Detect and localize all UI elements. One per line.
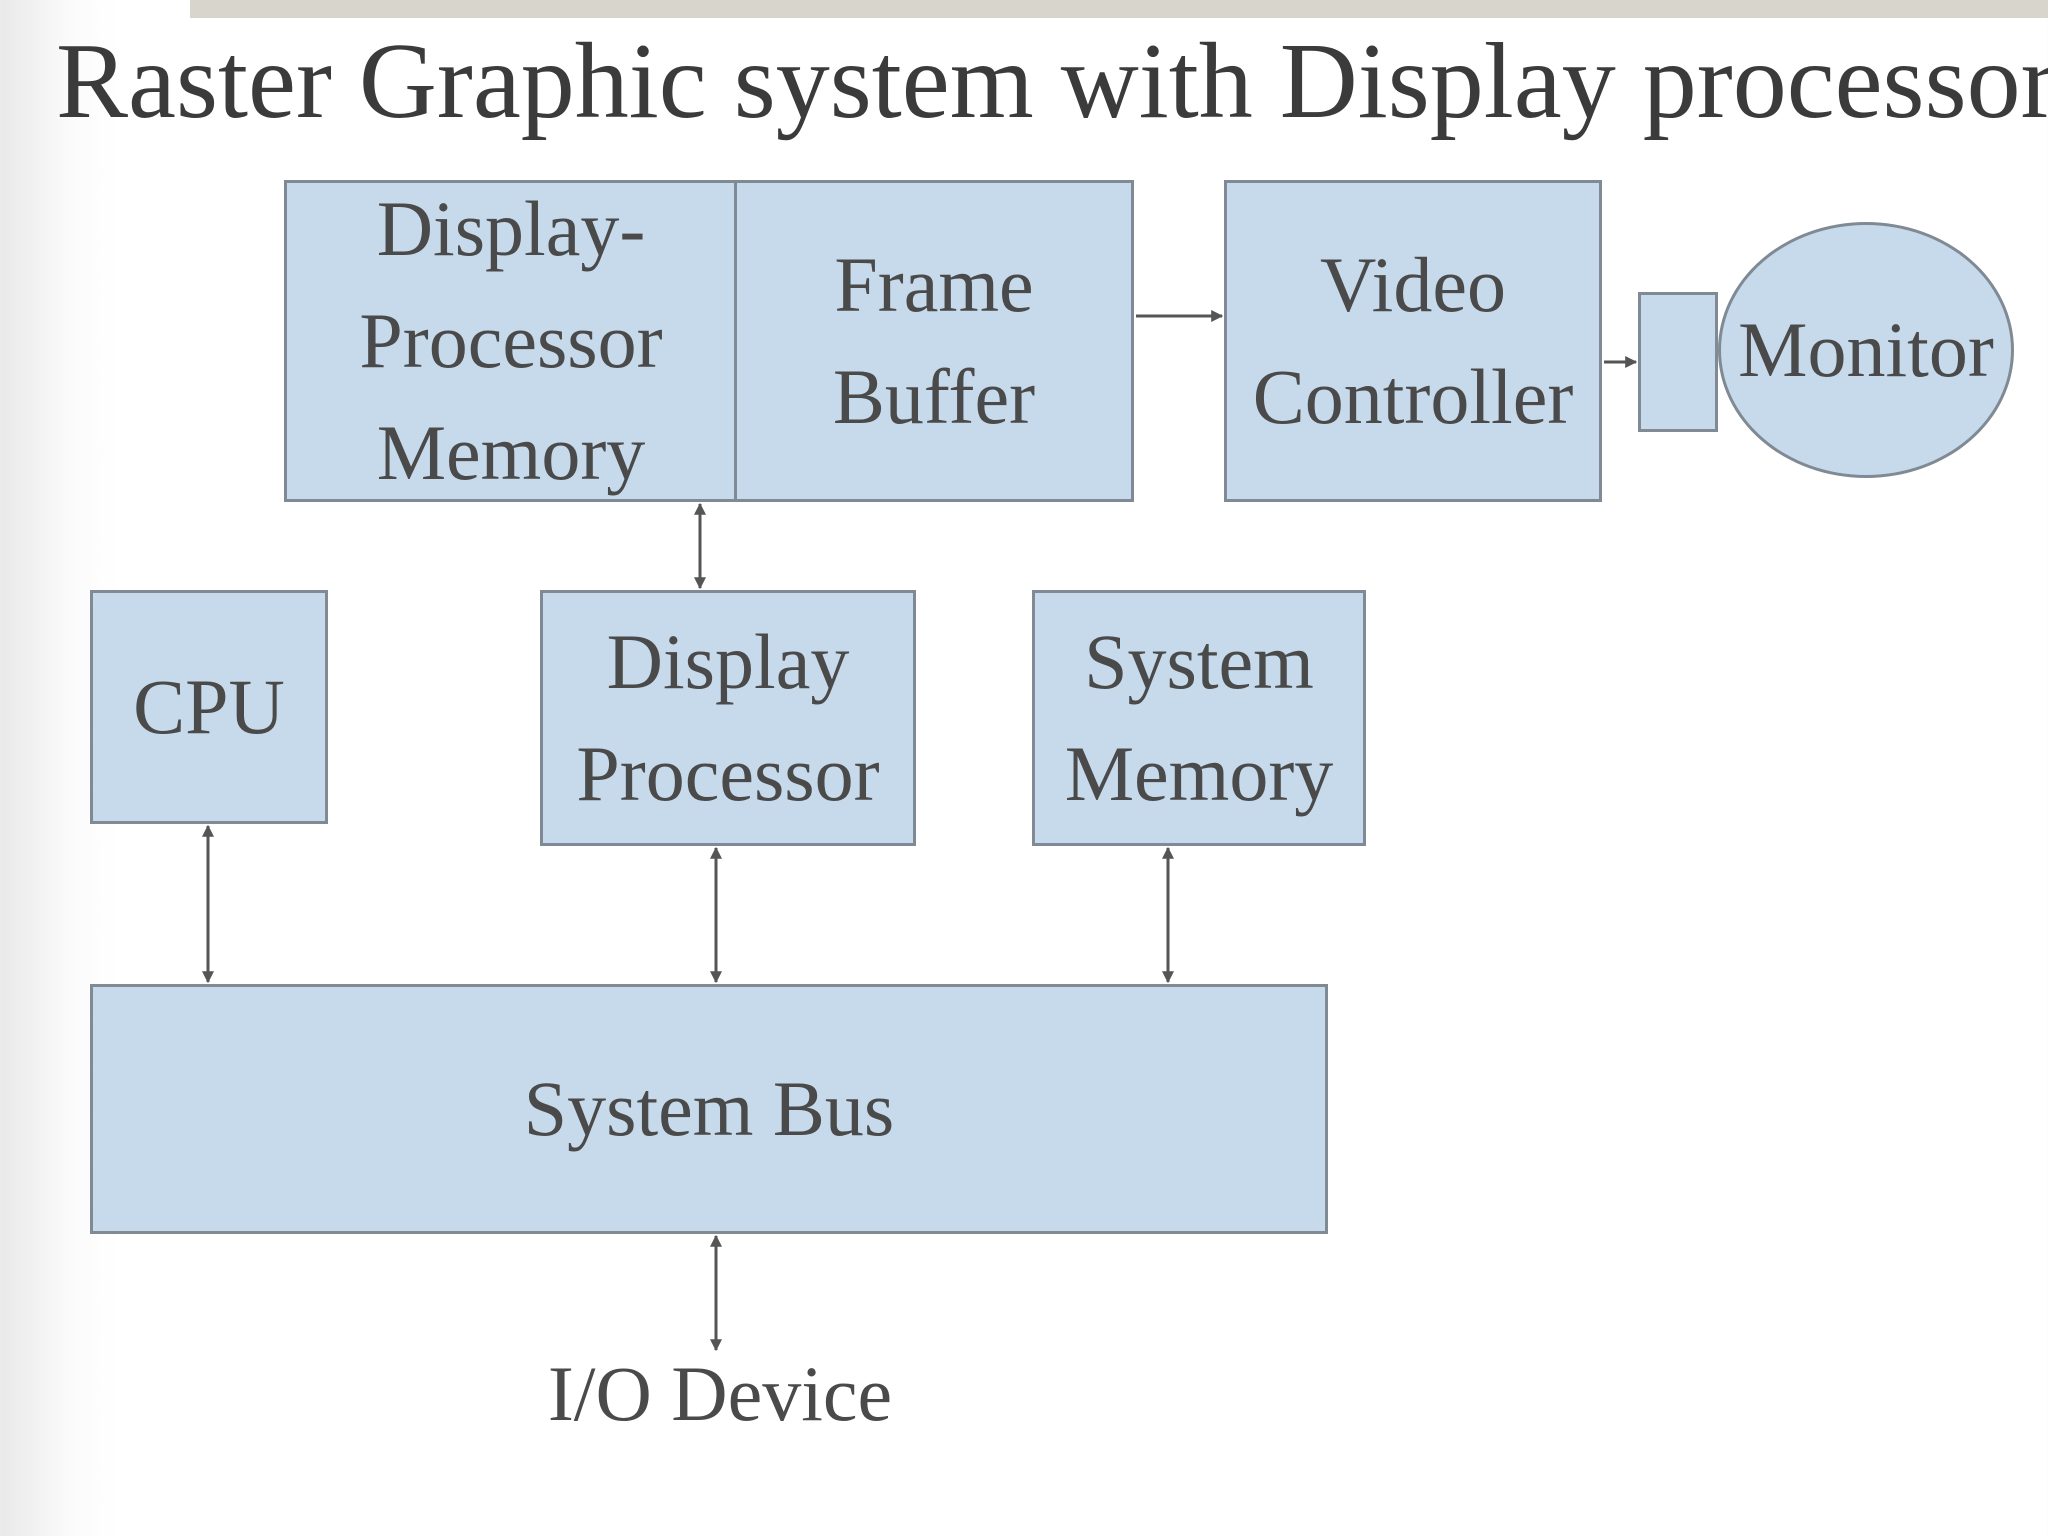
display-processor-memory-block: Display- Processor Memory xyxy=(284,180,738,502)
monitor-stand xyxy=(1638,292,1718,432)
top-decoration-bar xyxy=(190,0,2048,18)
system-memory-line-1: System xyxy=(1084,618,1314,705)
frame-buffer-line-1: Frame xyxy=(834,241,1034,328)
display-processor-line-2: Processor xyxy=(576,730,880,817)
video-controller-line-2: Controller xyxy=(1252,353,1574,440)
display-processor-block: Display Processor xyxy=(540,590,916,846)
display-processor-memory-line-2: Processor xyxy=(359,297,663,384)
cpu-label: CPU xyxy=(133,663,285,750)
display-processor-memory-line-3: Memory xyxy=(376,409,646,496)
frame-buffer-line-2: Buffer xyxy=(832,353,1036,440)
system-bus-label: System Bus xyxy=(523,1065,895,1152)
slide-title: Raster Graphic system with Display proce… xyxy=(56,22,2048,141)
display-processor-line-1: Display xyxy=(606,618,850,705)
monitor-label: Monitor xyxy=(1738,306,1994,393)
frame-buffer-block: Frame Buffer xyxy=(734,180,1134,502)
video-controller-block: Video Controller xyxy=(1224,180,1602,502)
system-bus-block: System Bus xyxy=(90,984,1328,1234)
video-controller-line-1: Video xyxy=(1320,241,1506,328)
io-device-label: I/O Device xyxy=(547,1350,893,1437)
cpu-block: CPU xyxy=(90,590,328,824)
display-processor-memory-line-1: Display- xyxy=(376,185,646,272)
system-memory-line-2: Memory xyxy=(1064,730,1334,817)
system-memory-block: System Memory xyxy=(1032,590,1366,846)
monitor-block: Monitor xyxy=(1718,222,2014,478)
